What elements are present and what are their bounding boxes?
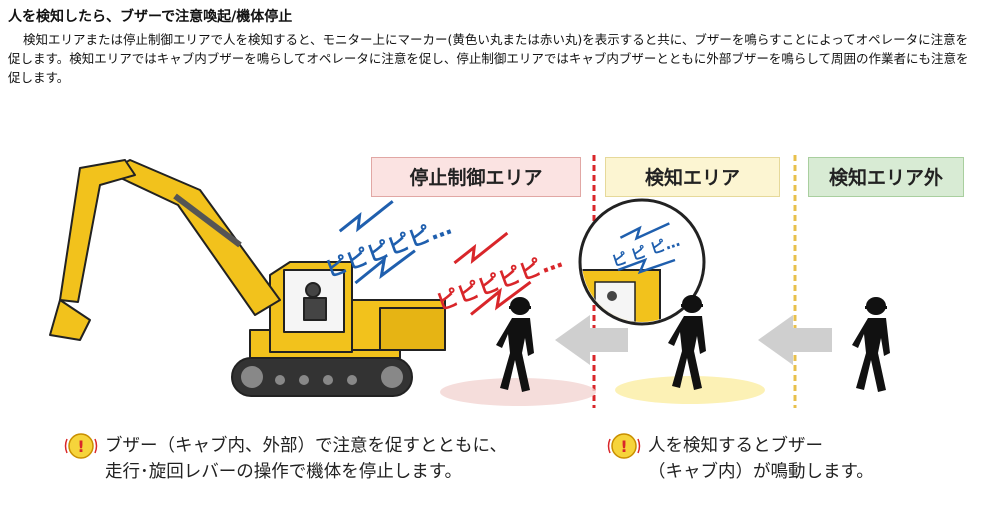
worker-silhouette — [496, 295, 890, 392]
description: 検知エリアまたは停止制御エリアで人を検知すると、モニター上にマーカー(黄色い丸ま… — [8, 30, 980, 87]
page-title: 人を検知したら、ブザーで注意喚起/機体停止 — [8, 9, 293, 25]
blue-zigzag — [338, 200, 394, 233]
stop-zone-label: 停止制御エリア — [371, 157, 581, 197]
detect-zone-note: 人を検知するとブザー （キャブ内）が鳴動します。 — [648, 433, 948, 485]
alarm-icon: ! — [64, 433, 98, 459]
stop-note-line2: 走行･旋回レバーの操作で機体を停止します。 — [105, 462, 462, 482]
svg-text:!: ! — [620, 437, 627, 456]
description-text: 検知エリアまたは停止制御エリアで人を検知すると、モニター上にマーカー(黄色い丸ま… — [8, 32, 969, 85]
cab-buzzer-sound: ピピピピピ… — [323, 200, 456, 285]
svg-text:!: ! — [77, 437, 84, 456]
detect-note-line2: （キャブ内）が鳴動します。 — [648, 462, 874, 482]
stop-note-line1: ブザー（キャブ内、外部）で注意を促すとともに、 — [105, 436, 507, 456]
yellow-ground-marker — [615, 376, 765, 404]
stop-zone-note: ブザー（キャブ内、外部）で注意を促すとともに、 走行･旋回レバーの操作で機体を停… — [105, 433, 575, 485]
arrow-left-icon — [555, 315, 832, 365]
red-ground-marker — [440, 378, 596, 406]
cab-buzzer-text: ピピピピピ… — [323, 215, 456, 284]
outside-zone-label: 検知エリア外 — [808, 157, 964, 197]
detect-note-line1: 人を検知するとブザー — [648, 436, 823, 456]
excavator — [49, 159, 446, 397]
alarm-icon: ! — [607, 433, 641, 459]
detect-zone-label: 検知エリア — [605, 157, 780, 197]
